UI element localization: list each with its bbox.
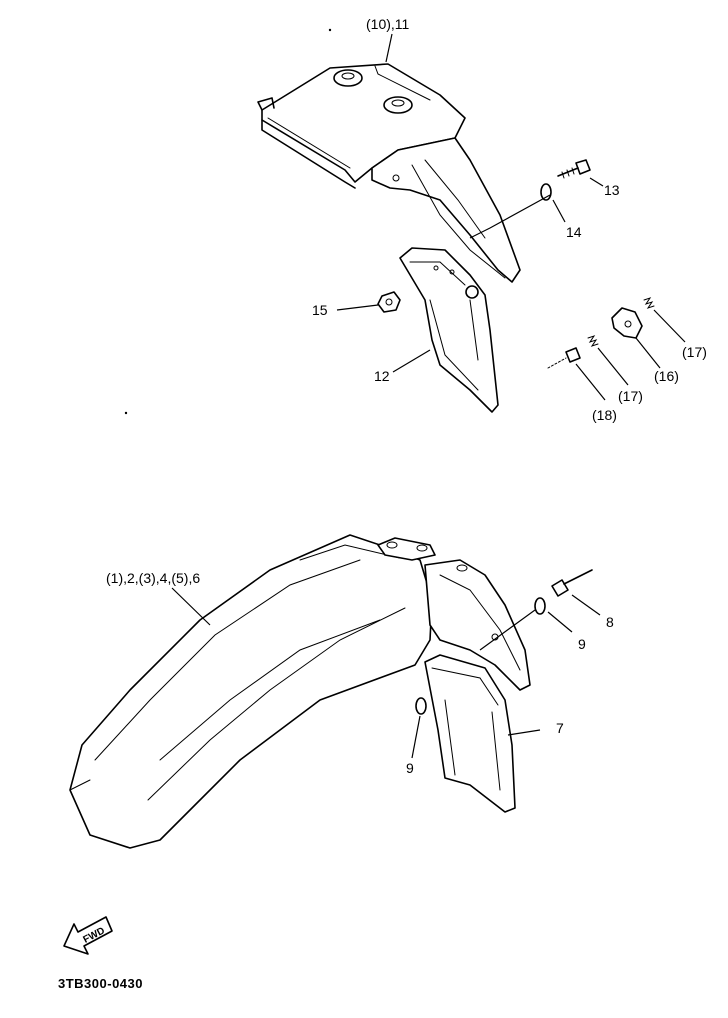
- fwd-arrow-icon: FWD: [63, 916, 113, 955]
- label-nut-15: 15: [312, 302, 328, 318]
- rivet-18: [547, 347, 581, 369]
- spring-17b: [643, 297, 655, 309]
- label-spring-17a: (17): [618, 388, 643, 404]
- upper-flap: [399, 247, 499, 413]
- label-flap-12: 12: [374, 368, 390, 384]
- fender-rear-section: [424, 559, 531, 691]
- label-flap-7: 7: [556, 720, 564, 736]
- label-washer-9b: 9: [406, 760, 414, 776]
- upper-fender-bracket: [257, 63, 521, 283]
- clip-16: [611, 307, 643, 339]
- upper-leader-lines: [336, 33, 686, 401]
- nut-15: [377, 291, 401, 313]
- label-fender-rear-top: (10),11: [366, 16, 410, 32]
- washer-9a: [534, 597, 546, 615]
- lower-leader-lines: [171, 587, 601, 759]
- bolt-8: [551, 569, 593, 597]
- drawing-code: 3TB300-0430: [58, 976, 143, 991]
- label-spring-17b: (17): [682, 344, 707, 360]
- label-front-fender: (1),2,(3),4,(5),6: [106, 570, 200, 586]
- label-washer-9a: 9: [578, 636, 586, 652]
- mark-dot: [328, 28, 332, 32]
- label-washer-14: 14: [566, 224, 582, 240]
- bolt-13: [557, 159, 591, 179]
- label-bolt-13: 13: [604, 182, 620, 198]
- mark-dot: [124, 411, 128, 415]
- label-bolt-8: 8: [606, 614, 614, 630]
- spring-17a: [587, 335, 599, 347]
- label-clip-16: (16): [654, 368, 679, 384]
- lower-flap: [424, 654, 516, 813]
- front-fender: [69, 534, 436, 849]
- washer-9b: [415, 697, 427, 715]
- label-rivet-18: (18): [592, 407, 617, 423]
